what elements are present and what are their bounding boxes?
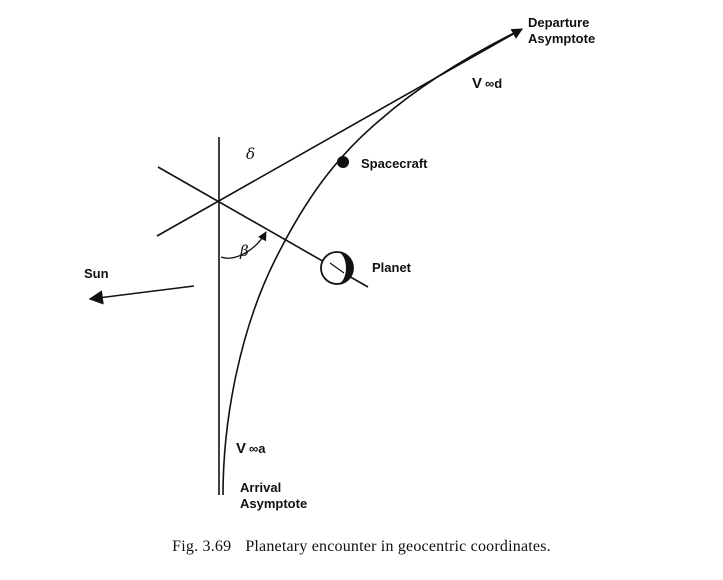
delta-angle-label: δ bbox=[246, 145, 255, 163]
figure-number: Fig. 3.69 bbox=[172, 538, 232, 555]
spacecraft-label: Spacecraft bbox=[361, 156, 428, 171]
figure-caption: Fig. 3.69 Planetary encounter in geocentr… bbox=[0, 538, 723, 556]
departure-asymptote-label-line2: Asymptote bbox=[528, 31, 595, 46]
planet-label: Planet bbox=[372, 260, 412, 275]
v-inf-arrival-label: V∞a bbox=[236, 440, 266, 457]
beta-angle-label: β bbox=[239, 242, 249, 260]
beta-angle-arc bbox=[220, 231, 267, 259]
sun-label: Sun bbox=[84, 266, 109, 281]
departure-asymptote-label-line1: Departure bbox=[528, 15, 589, 30]
sun-direction-arrow bbox=[88, 285, 195, 305]
spacecraft-trajectory bbox=[222, 29, 521, 496]
departure-asymptote-line bbox=[156, 28, 523, 237]
figure-caption-text: Planetary encounter in geocentric coordi… bbox=[245, 538, 551, 555]
arrival-asymptote-label-line2: Asymptote bbox=[240, 496, 307, 511]
v-inf-departure-label: V∞d bbox=[472, 75, 502, 92]
arrival-asymptote-label-line1: Arrival bbox=[240, 480, 281, 495]
spacecraft-marker bbox=[337, 156, 349, 168]
planet-icon bbox=[320, 251, 354, 285]
